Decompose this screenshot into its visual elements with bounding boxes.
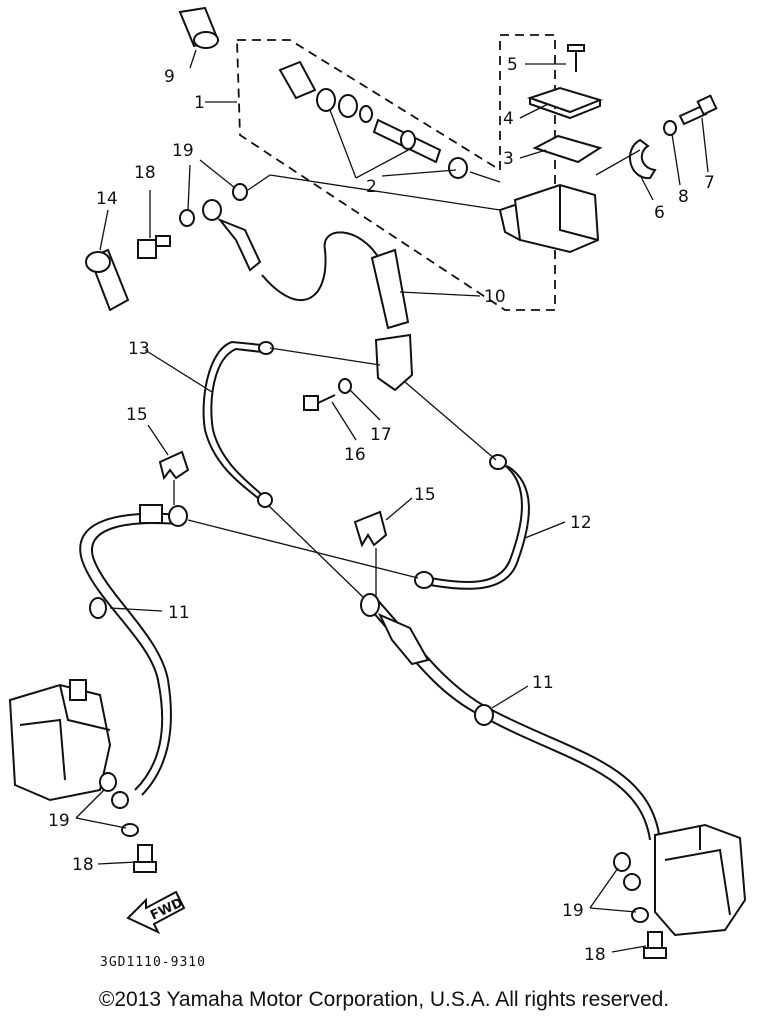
master-cylinder-assembly-outline — [236, 34, 556, 311]
callout-9: 9 — [164, 67, 175, 87]
callout-16: 16 — [344, 445, 366, 465]
callout-18-right: 18 — [584, 945, 606, 965]
diagram-code: 3GD1110-9310 — [100, 955, 206, 970]
callout-19-top: 19 — [172, 141, 194, 161]
part-7-bolt — [678, 94, 718, 126]
callout-5: 5 — [507, 55, 518, 75]
callout-13: 13 — [128, 339, 150, 359]
leader-lines — [75, 49, 709, 953]
callout-2: 2 — [366, 177, 377, 197]
callout-17: 17 — [370, 425, 392, 445]
callout-18-top: 18 — [134, 163, 156, 183]
part-18-union-bolt-right — [643, 931, 667, 959]
brake-caliper-left — [8, 679, 112, 802]
callout-14: 14 — [96, 189, 118, 209]
brake-caliper-right — [654, 823, 747, 937]
part-2-piston-kit — [278, 60, 468, 179]
part-19-washer-top — [179, 183, 248, 227]
part-11-brake-hose-left — [79, 504, 188, 809]
master-cylinder-body — [498, 183, 600, 254]
part-9-cap — [178, 6, 220, 49]
callout-15-right: 15 — [414, 485, 436, 505]
callout-11-right: 11 — [532, 673, 554, 693]
part-12-brake-pipe — [414, 454, 530, 590]
parts-exploded-diagram: FWD 9 1 2 5 4 3 6 8 7 19 18 14 10 13 15 … — [8, 6, 747, 970]
part-3-diaphragm — [532, 134, 603, 164]
callout-18-left: 18 — [72, 855, 94, 875]
callout-4: 4 — [503, 109, 514, 129]
callout-11-left: 11 — [168, 603, 190, 623]
part-4-reservoir-cover — [526, 86, 604, 120]
part-16-bolt — [303, 394, 336, 411]
part-15-clip-right — [353, 510, 388, 548]
callout-15-left: 15 — [126, 405, 148, 425]
part-15-clip-left — [158, 450, 190, 481]
callout-8: 8 — [678, 187, 689, 207]
callout-6: 6 — [654, 203, 665, 223]
callout-12: 12 — [570, 513, 592, 533]
part-11-brake-hose-right — [360, 593, 661, 841]
callout-3: 3 — [503, 149, 514, 169]
part-13-brake-pipe — [202, 340, 274, 508]
part-8-washer — [663, 120, 677, 136]
part-14-cover — [85, 248, 130, 312]
callout-19-left: 19 — [48, 811, 70, 831]
callout-19-right: 19 — [562, 901, 584, 921]
callout-numbers: 9 1 2 5 4 3 6 8 7 19 18 14 10 13 15 15 1… — [48, 55, 715, 965]
part-18-union-bolt-top — [137, 235, 171, 259]
connection-lines — [187, 149, 641, 599]
callout-1: 1 — [194, 93, 205, 113]
forward-direction-arrow: FWD — [126, 890, 186, 935]
part-17-washer — [338, 378, 352, 394]
part-5-screw — [567, 44, 585, 72]
part-10-brake-hose — [202, 199, 414, 392]
part-6-clamp — [629, 138, 657, 180]
part-18-union-bolt-left — [133, 844, 157, 873]
callout-7: 7 — [704, 173, 715, 193]
copyright-notice: ©2013 Yamaha Motor Corporation, U.S.A. A… — [98, 988, 670, 1011]
part-19-washer-left — [99, 772, 139, 837]
callout-10: 10 — [484, 287, 506, 307]
